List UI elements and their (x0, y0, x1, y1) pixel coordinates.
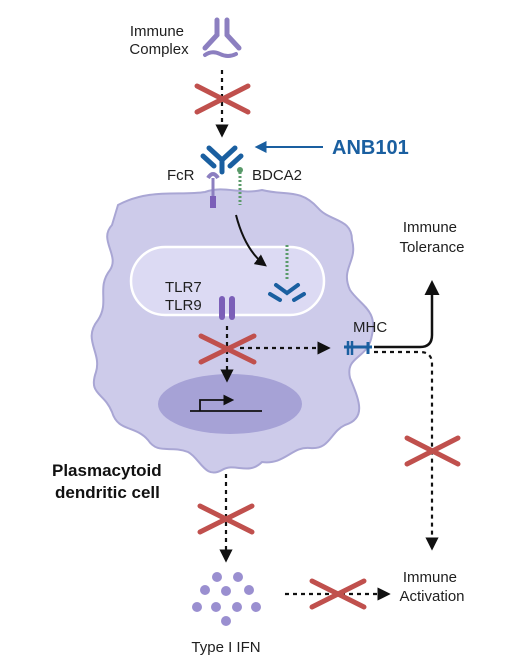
immune-tolerance-label: Immune Tolerance (399, 219, 464, 256)
bdca2-label: BDCA2 (252, 167, 302, 184)
type-i-ifn-label: Type I IFN (191, 639, 260, 656)
antibody-icon (202, 17, 242, 51)
ifn-dots-icon (192, 572, 261, 626)
block-x-icon (197, 503, 255, 535)
anb101-antibody-icon (200, 145, 244, 175)
mhc-label: MHC (353, 319, 387, 336)
anb101-label: ANB101 (332, 137, 409, 159)
internalized-complex-icon (268, 245, 306, 302)
fcr-label: FcR (167, 167, 195, 184)
internalization-arrow (235, 214, 267, 267)
block-x-icon (198, 333, 257, 365)
bdca2-receptor-icon (237, 167, 243, 205)
promoter-arrow-icon (199, 394, 235, 411)
cell-name-label: Plasmacytoid dendritic cell (52, 461, 166, 502)
tlr-receptor-icon (219, 296, 235, 320)
nucleus (158, 374, 302, 434)
immune-complex-label: Immune Complex (129, 23, 189, 58)
antigen-squiggle (203, 50, 238, 58)
block-x-icon (194, 83, 251, 115)
mhc-icon (344, 341, 372, 355)
tlr-labels: TLR7 TLR9 (165, 279, 206, 314)
immune-activation-arrow (374, 350, 439, 551)
block-x-icon (309, 578, 367, 610)
block-x-icon (404, 435, 461, 467)
endosome (129, 245, 326, 317)
immune-tolerance-arrow (374, 280, 440, 349)
fcr-receptor-icon (206, 172, 220, 208)
immune-activation-label: Immune Activation (399, 569, 464, 605)
